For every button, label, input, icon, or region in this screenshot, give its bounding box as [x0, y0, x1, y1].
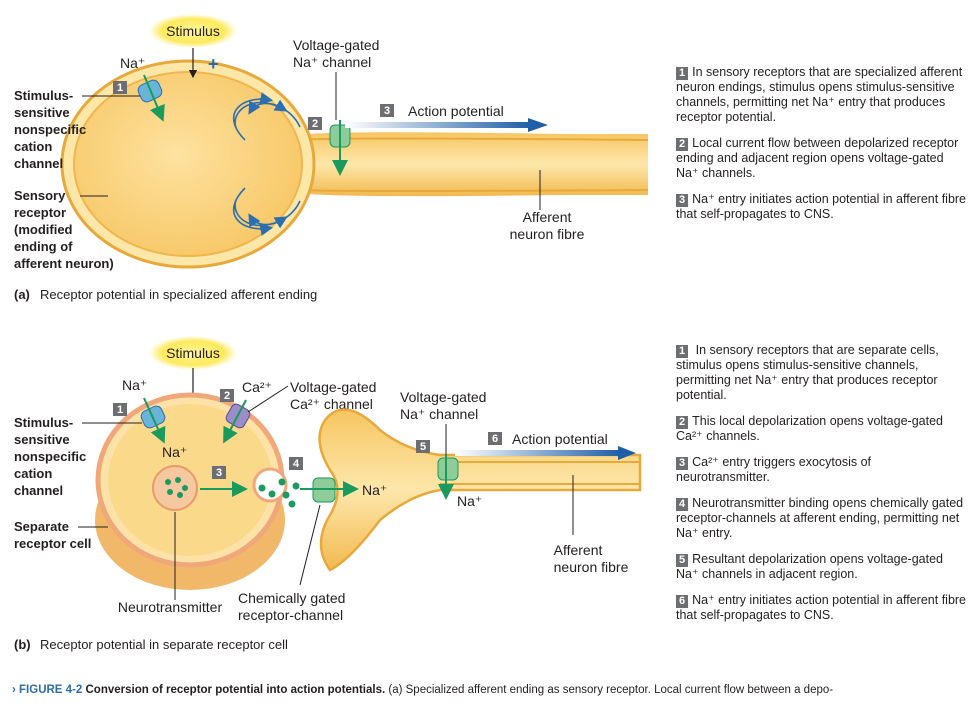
na-fibre-label: Na⁺	[457, 493, 482, 509]
stim-channel-label-a: Stimulus- sensitive nonspecific cation c…	[14, 88, 86, 171]
svg-text:cation: cation	[14, 466, 52, 481]
svg-text:(modified: (modified	[14, 222, 73, 237]
step-3-marker-b: 3	[216, 467, 222, 479]
caption-letter-a: (a)	[14, 287, 30, 302]
na-label-a: Na⁺	[120, 55, 145, 71]
stimulus-label-b: Stimulus	[166, 345, 220, 361]
steps-panel-b: 1 In sensory receptors that are separate…	[676, 343, 966, 634]
vg-na-channel-a	[329, 120, 351, 176]
svg-text:cation: cation	[14, 139, 52, 154]
afferent-fibre-label-a-1: Afferent	[523, 209, 572, 225]
vg-na-label-b-1: Voltage-gated	[400, 389, 486, 405]
svg-text:Sensory: Sensory	[14, 188, 66, 203]
panel-a: Stimulus + Na⁺ 1 2 Voltage-gated	[14, 14, 649, 302]
afferent-fibre-label-b-1: Afferent	[554, 542, 603, 558]
neurotransmitter-label: Neurotransmitter	[118, 599, 223, 615]
afferent-fibre-a	[300, 132, 648, 197]
afferent-fibre-label-a-2: neuron fibre	[510, 226, 585, 242]
panel-b: Stimulus Neurotransmitter Na⁺ Na⁺ 1 2 Ca…	[14, 336, 642, 652]
released-neurotransmitter	[258, 478, 300, 508]
svg-text:nonspecific: nonspecific	[14, 122, 86, 137]
plus-sign: +	[208, 54, 219, 74]
svg-text:channel: channel	[14, 156, 63, 171]
svg-text:receptor: receptor	[14, 205, 66, 220]
chem-gated-label-1: Chemically gated	[238, 590, 345, 606]
vg-ca-label-1: Voltage-gated	[290, 379, 376, 395]
na-inside-label-b: Na⁺	[162, 444, 187, 460]
stimulus-glow-a	[149, 14, 237, 48]
afferent-ending-b	[318, 408, 642, 572]
svg-text:sensitive: sensitive	[14, 432, 70, 447]
vg-na-label-a-1: Voltage-gated	[293, 37, 379, 53]
step-6-marker-b: 6	[492, 433, 498, 445]
step-5-marker-b: 5	[420, 441, 426, 453]
svg-text:receptor cell: receptor cell	[14, 536, 91, 551]
vg-ca-label-2: Ca²⁺ channel	[290, 396, 373, 412]
stimulus-glow-b	[149, 336, 237, 370]
stimulus-label-a: Stimulus	[166, 23, 220, 39]
step-4-marker-b: 4	[293, 458, 300, 470]
vg-na-label-a-2: Na⁺ channel	[293, 54, 371, 70]
svg-text:Stimulus-: Stimulus-	[14, 88, 73, 103]
step-3-marker-a: 3	[384, 105, 390, 117]
action-potential-arrow-b	[455, 450, 620, 456]
local-current-loops-a	[232, 92, 301, 236]
caption-a: Receptor potential in specialized affere…	[40, 287, 317, 302]
caption-b: Receptor potential in separate receptor …	[40, 637, 288, 652]
neurotransmitter-vesicle-cluster	[152, 465, 198, 511]
step-1-marker-b: 1	[117, 404, 123, 416]
caption-letter-b: (b)	[14, 637, 31, 652]
svg-text:sensitive: sensitive	[14, 105, 70, 120]
vg-na-label-b-2: Na⁺ channel	[400, 406, 478, 422]
action-potential-label-b: Action potential	[512, 431, 608, 447]
svg-text:afferent neuron): afferent neuron)	[14, 256, 114, 271]
step-2-marker-b: 2	[224, 390, 230, 402]
ca-label: Ca²⁺	[242, 379, 272, 395]
step-b-1: 1 In sensory receptors that are separate…	[676, 343, 939, 402]
figure-caption-title: Conversion of receptor potential into ac…	[85, 684, 386, 696]
step-1-marker-a: 1	[117, 82, 123, 94]
chem-gated-label-2: receptor-channel	[238, 607, 343, 623]
step-2-marker-a: 2	[312, 118, 318, 130]
svg-text:channel: channel	[14, 483, 63, 498]
figure-caption-rest: (a) Specialized afferent ending as senso…	[388, 684, 834, 696]
vg-na-channel-b	[437, 457, 459, 481]
action-potential-label-a: Action potential	[408, 103, 504, 119]
figure-caption: › FIGURE 4-2 Conversion of receptor pote…	[12, 684, 972, 698]
afferent-fibre-label-b-2: neuron fibre	[554, 559, 629, 575]
svg-text:ending of: ending of	[14, 239, 73, 254]
svg-text:nonspecific: nonspecific	[14, 449, 86, 464]
figure-caption-prefix: › FIGURE 4-2	[12, 684, 83, 696]
svg-text:Stimulus-: Stimulus-	[14, 415, 73, 430]
svg-text:Separate: Separate	[14, 519, 69, 534]
sensory-receptor-label-a: Sensory receptor (modified ending of aff…	[14, 188, 114, 271]
stim-channel-label-b: Stimulus- sensitive nonspecific cation c…	[14, 415, 86, 498]
action-potential-arrow-a	[345, 122, 530, 128]
na-label-b: Na⁺	[122, 377, 147, 393]
separate-cell-label: Separate receptor cell	[14, 519, 91, 551]
na-ending-label: Na⁺	[362, 482, 387, 498]
